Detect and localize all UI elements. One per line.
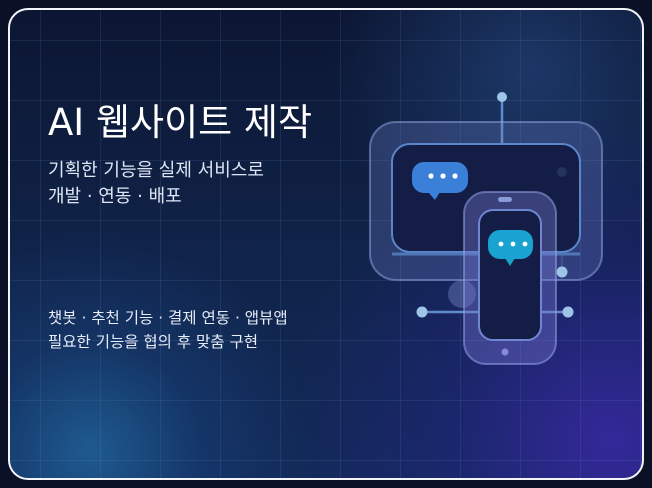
subtitle-line: 개발 · 연동 · 배포 — [48, 186, 182, 207]
subtitle-line: 기획한 기능을 실제 서비스로 — [48, 160, 264, 181]
node-dot — [497, 92, 507, 102]
node-dot — [562, 306, 574, 318]
hero-banner: AI 웹사이트 제작 기획한 기능을 실제 서비스로 개발 · 연동 · 배포 … — [8, 8, 644, 480]
chat-bubble-icon — [412, 162, 468, 200]
smartphone-icon — [463, 191, 557, 365]
chat-bubble-icon — [488, 230, 533, 266]
node-dot — [557, 167, 567, 177]
page-title: AI 웹사이트 제작 — [48, 101, 312, 144]
node-dot — [556, 266, 568, 278]
feature-line: 챗봇 · 추천 기능 · 결제 연동 · 앱뷰앱 — [48, 309, 288, 327]
feature-list: 챗봇 · 추천 기능 · 결제 연동 · 앱뷰앱 필요한 기능을 협의 후 맞춤… — [48, 306, 288, 354]
subtitle: 기획한 기능을 실제 서비스로 개발 · 연동 · 배포 — [48, 158, 264, 210]
node-dot — [416, 306, 428, 318]
devices-illustration — [369, 92, 603, 365]
feature-line: 필요한 기능을 협의 후 맞춤 구현 — [48, 333, 259, 351]
